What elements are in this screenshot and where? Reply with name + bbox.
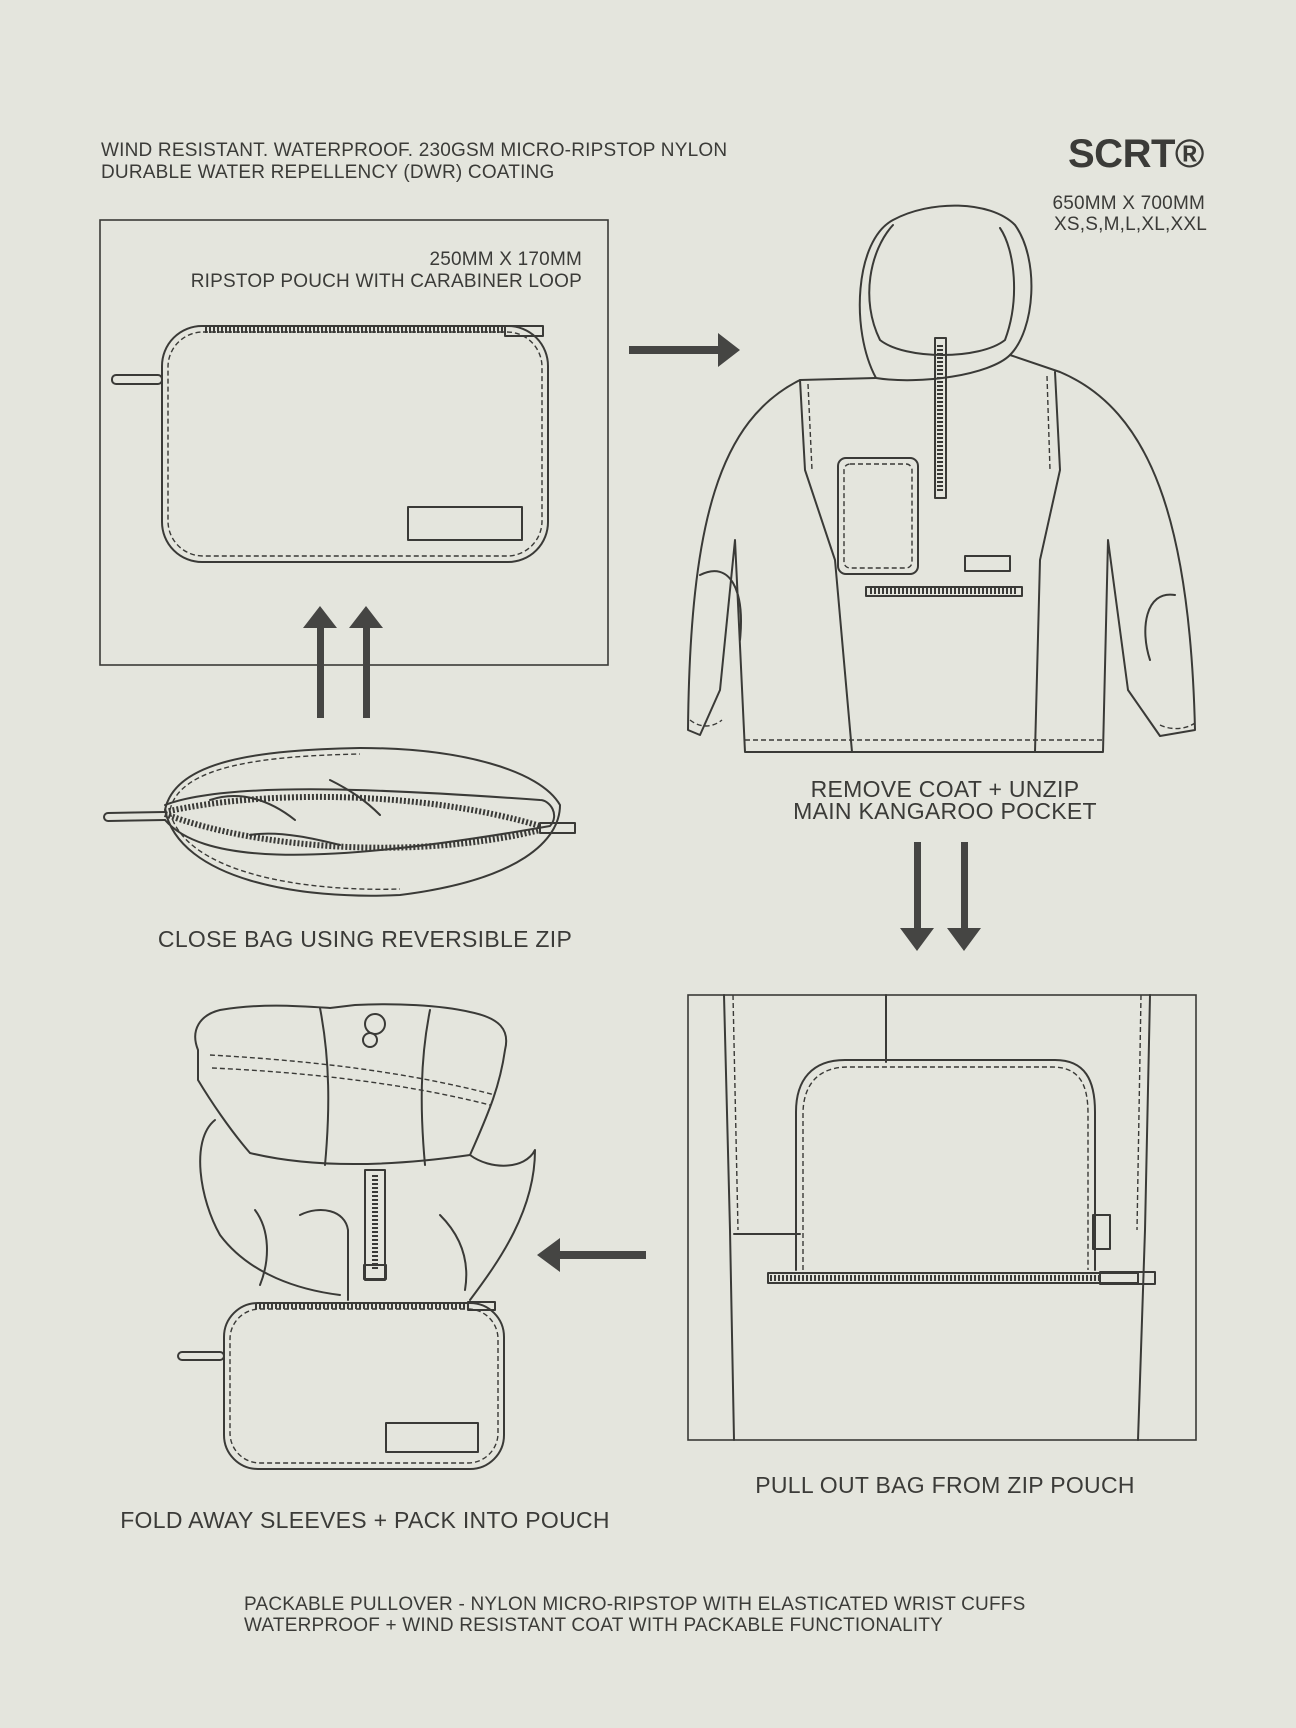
spec-line-1: WIND RESISTANT. WATERPROOF. 230GSM MICRO… (101, 140, 728, 161)
caption-fold-away: FOLD AWAY SLEEVES + PACK INTO POUCH (120, 1507, 610, 1533)
pouch-drawing (111, 325, 549, 563)
pocket-pull-out-drawing (723, 994, 1156, 1441)
footer-line-1: PACKABLE PULLOVER - NYLON MICRO-RIPSTOP … (244, 1594, 1026, 1615)
arrow-down-icon (900, 842, 981, 951)
caption-pull-out: PULL OUT BAG FROM ZIP POUCH (755, 1472, 1135, 1498)
brand-logo: SCRT® (1068, 132, 1204, 176)
jacket-drawing (687, 204, 1196, 753)
pouch-dimensions: 250MM X 170MM (429, 249, 582, 270)
arrow-left-icon (537, 1238, 646, 1272)
caption-close-bag: CLOSE BAG USING REVERSIBLE ZIP (157, 926, 573, 952)
footer-line-2: WATERPROOF + WIND RESISTANT COAT WITH PA… (244, 1615, 944, 1636)
coat-dimensions: 650MM X 700MM (1052, 193, 1205, 214)
spec-line-2: DURABLE WATER REPELLENCY (DWR) COATING (101, 162, 555, 183)
folded-coat-drawing (177, 1003, 536, 1470)
arrow-up-icon (303, 606, 383, 718)
pouch-panel-frame (99, 219, 609, 666)
closed-bag-drawing (103, 747, 576, 897)
caption-remove-coat-2: MAIN KANGAROO POCKET (793, 798, 1097, 824)
size-range: XS,S,M,L,XL,XXL (1054, 214, 1207, 235)
pull-out-panel-frame (687, 994, 1197, 1441)
arrow-right-icon (629, 333, 740, 367)
pouch-description: RIPSTOP POUCH WITH CARABINER LOOP (190, 271, 582, 292)
caption-remove-coat-1: REMOVE COAT + UNZIP (810, 776, 1080, 802)
